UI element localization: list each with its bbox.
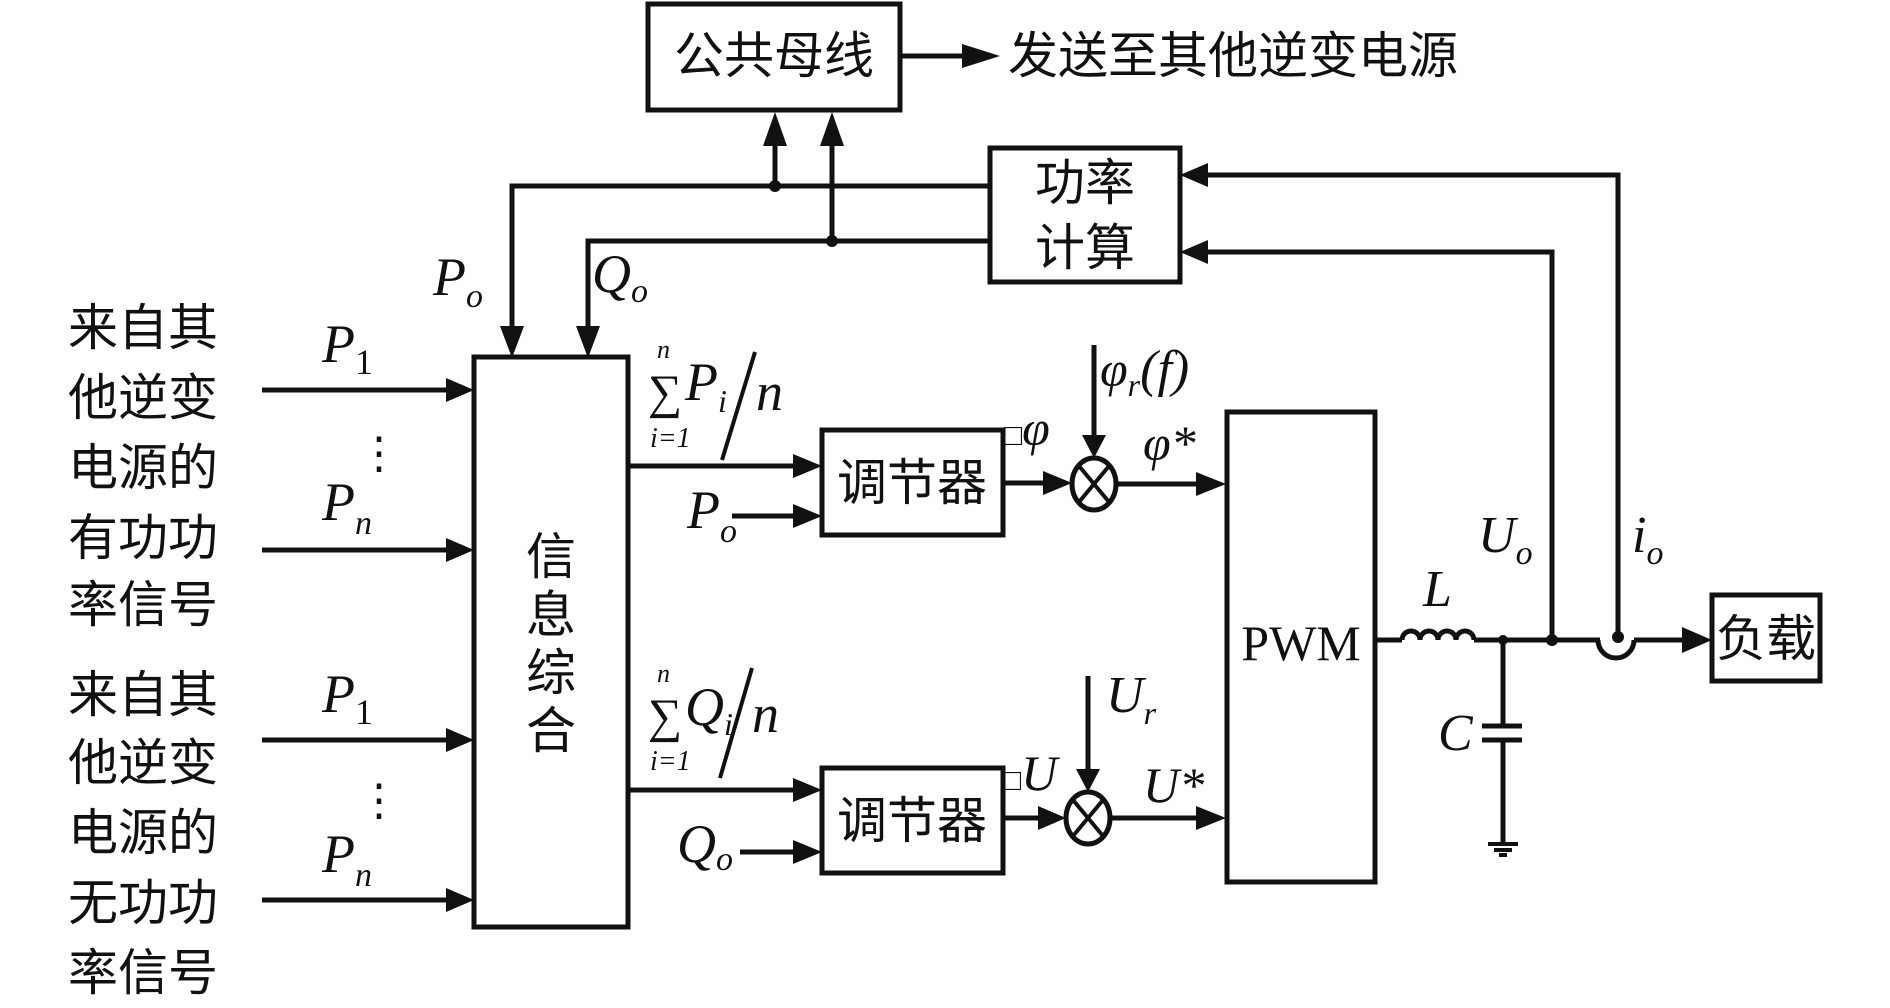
info-synthesis-block	[471, 354, 631, 930]
phi-star-arrowhead	[1196, 472, 1226, 496]
svg-text:Qi: Qi	[685, 677, 733, 742]
p1-active-label: P1	[321, 314, 373, 382]
phase-multiplier-icon	[1069, 455, 1119, 513]
svg-text:∑: ∑	[648, 690, 682, 743]
pwm-label: PWM	[1241, 615, 1360, 671]
reactive-power-source-label: 来自其 他逆变 电源的 无功功 率信号	[68, 666, 218, 1002]
crossover-hop	[1595, 639, 1637, 661]
power-calc-label-line2: 计算	[1035, 219, 1135, 277]
qo-to-bus-arrowhead	[820, 112, 844, 146]
svg-text:i=1: i=1	[650, 423, 691, 454]
info-label-char3: 综	[526, 644, 576, 702]
vdots-active: ⋮	[357, 429, 401, 478]
info-label-char1: 信	[526, 528, 576, 586]
u-ref-label: Ur	[1106, 667, 1157, 731]
svg-text:Pi: Pi	[684, 352, 727, 419]
info-label-char2: 息	[526, 586, 576, 644]
uo-label: Uo	[1478, 507, 1533, 572]
uo-sense-arrowhead	[1180, 240, 1208, 264]
avg-p-label: ∑ n i=1 Pi n	[648, 335, 783, 461]
po-input-label: Po	[686, 480, 737, 550]
u-star-arrowhead	[1196, 806, 1226, 830]
load-label: 负载	[1716, 610, 1816, 668]
svg-text:电源的: 电源的	[68, 804, 218, 862]
capacitor-label: C	[1438, 705, 1474, 762]
phi-star-label: φ*	[1143, 415, 1196, 471]
u-ref-arrowhead	[1076, 769, 1100, 792]
io-sense-line	[1200, 172, 1621, 637]
delta-u-label: □U	[1003, 745, 1060, 801]
qo-junction-dot	[826, 235, 838, 247]
bus-output-arrowhead	[962, 44, 1000, 68]
delta-u-arrowhead	[1038, 806, 1066, 830]
qo-input-label: Qo	[677, 814, 733, 878]
pwm-block	[1224, 409, 1378, 885]
svg-text:i=1: i=1	[650, 746, 691, 777]
vdots-reactive: ⋮	[357, 776, 401, 825]
po-feedback-line	[509, 183, 990, 338]
po-input-arrowhead	[793, 504, 822, 528]
qo-top-label: Qo	[592, 244, 648, 310]
po-top-label: Po	[432, 247, 483, 315]
ground-icon	[1488, 842, 1518, 857]
regulator-top-block	[819, 427, 1006, 538]
po-arrowhead	[500, 326, 524, 358]
phi-ref-arrowhead	[1082, 435, 1106, 458]
svg-text:n: n	[657, 335, 670, 364]
pn-reactive-arrowhead	[446, 888, 474, 912]
svg-text:来自其: 来自其	[68, 299, 218, 357]
qo-feedback-line	[585, 238, 990, 338]
pn-active-arrowhead	[446, 538, 474, 562]
pn-active-label: Pn	[321, 472, 372, 542]
inductor-icon	[1399, 628, 1477, 641]
delta-phi-label: □φ	[1004, 400, 1050, 456]
svg-text:他逆变: 他逆变	[68, 734, 218, 792]
power-calc-label-line1: 功率	[1035, 154, 1135, 212]
load-block	[1709, 592, 1823, 684]
avg-q-label: ∑ n i=1 Qi n	[648, 659, 779, 779]
svg-text:n: n	[756, 362, 783, 422]
io-sense-arrowhead	[1180, 163, 1208, 187]
u-star-label: U*	[1143, 757, 1204, 813]
send-to-others-label: 发送至其他逆变电源	[1008, 27, 1458, 85]
svg-text:有功功: 有功功	[68, 509, 218, 567]
p1-active-arrowhead	[446, 378, 474, 402]
po-junction-dot	[769, 180, 781, 192]
po-to-bus-arrowhead	[763, 112, 787, 146]
svg-text:来自其: 来自其	[68, 666, 218, 724]
svg-text:率信号: 率信号	[68, 576, 218, 634]
avg-q-arrowhead	[793, 778, 822, 802]
svg-text:∑: ∑	[648, 366, 682, 419]
pn-reactive-label: Pn	[321, 824, 372, 894]
p1-reactive-arrowhead	[446, 728, 474, 752]
common-bus-block	[645, 1, 903, 113]
delta-phi-arrowhead	[1043, 471, 1072, 495]
svg-text:他逆变: 他逆变	[68, 369, 218, 427]
info-label-char4: 合	[526, 702, 576, 760]
svg-text:率信号: 率信号	[68, 944, 218, 1002]
regulator-bottom-label: 调节器	[837, 792, 987, 850]
qo-input-arrowhead	[793, 840, 822, 864]
phi-ref-label: φr(f)	[1100, 341, 1189, 403]
load-arrowhead	[1682, 627, 1712, 653]
io-label: io	[1632, 507, 1663, 572]
active-power-source-label: 来自其 他逆变 电源的 有功功 率信号	[68, 299, 218, 634]
regulator-top-label: 调节器	[837, 454, 987, 512]
voltage-multiplier-icon	[1063, 789, 1113, 847]
inductor-label: L	[1422, 561, 1452, 618]
p1-reactive-label: P1	[321, 664, 373, 732]
svg-text:n: n	[752, 684, 779, 744]
uo-sense-line	[1200, 249, 1555, 640]
svg-text:n: n	[657, 659, 670, 688]
qo-arrowhead	[576, 326, 600, 358]
svg-text:电源的: 电源的	[68, 439, 218, 497]
power-calc-block	[987, 145, 1183, 285]
svg-text:无功功: 无功功	[68, 874, 218, 932]
common-bus-label: 公共母线	[674, 27, 874, 85]
avg-p-arrowhead	[793, 454, 822, 478]
